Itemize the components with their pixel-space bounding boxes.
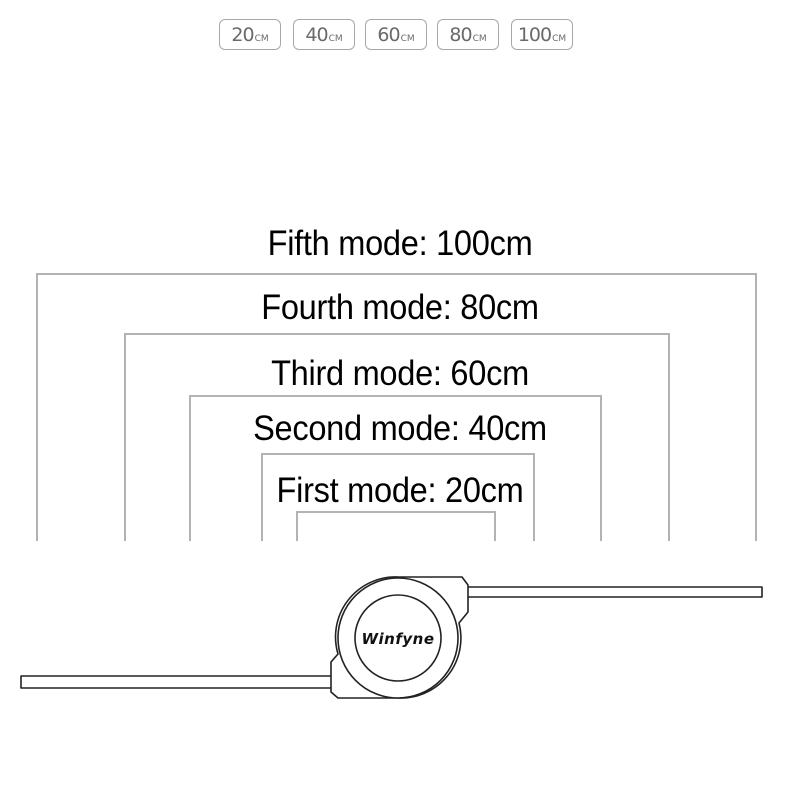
reel-inner-ring: [354, 594, 442, 682]
mode-frame-third: [189, 395, 602, 541]
length-value: 100: [517, 24, 552, 46]
length-value: 40: [305, 24, 328, 46]
mode-label-fifth: Fifth mode: 100cm: [267, 224, 533, 263]
mode-frame-fifth: [36, 273, 757, 541]
length-value: 60: [377, 24, 400, 46]
brand-logo: Winfyne: [361, 630, 434, 648]
length-value: 80: [449, 24, 472, 46]
length-value: 20: [231, 24, 254, 46]
length-unit: CM: [400, 34, 415, 44]
mode-label-first: First mode: 20cm: [276, 471, 524, 510]
length-unit: CM: [328, 34, 343, 44]
length-unit: CM: [472, 34, 487, 44]
mode-frame-first: [296, 511, 496, 541]
mode-frame-second: [261, 453, 535, 541]
left-cable: [20, 675, 334, 689]
mode-label-second: Second mode: 40cm: [253, 409, 547, 448]
length-unit: CM: [552, 34, 567, 44]
mode-label-fourth: Fourth mode: 80cm: [261, 288, 539, 327]
mode-label-third: Third mode: 60cm: [271, 354, 529, 393]
length-unit: CM: [254, 34, 269, 44]
mode-frame-fourth: [124, 333, 670, 541]
right-cable: [465, 586, 763, 598]
